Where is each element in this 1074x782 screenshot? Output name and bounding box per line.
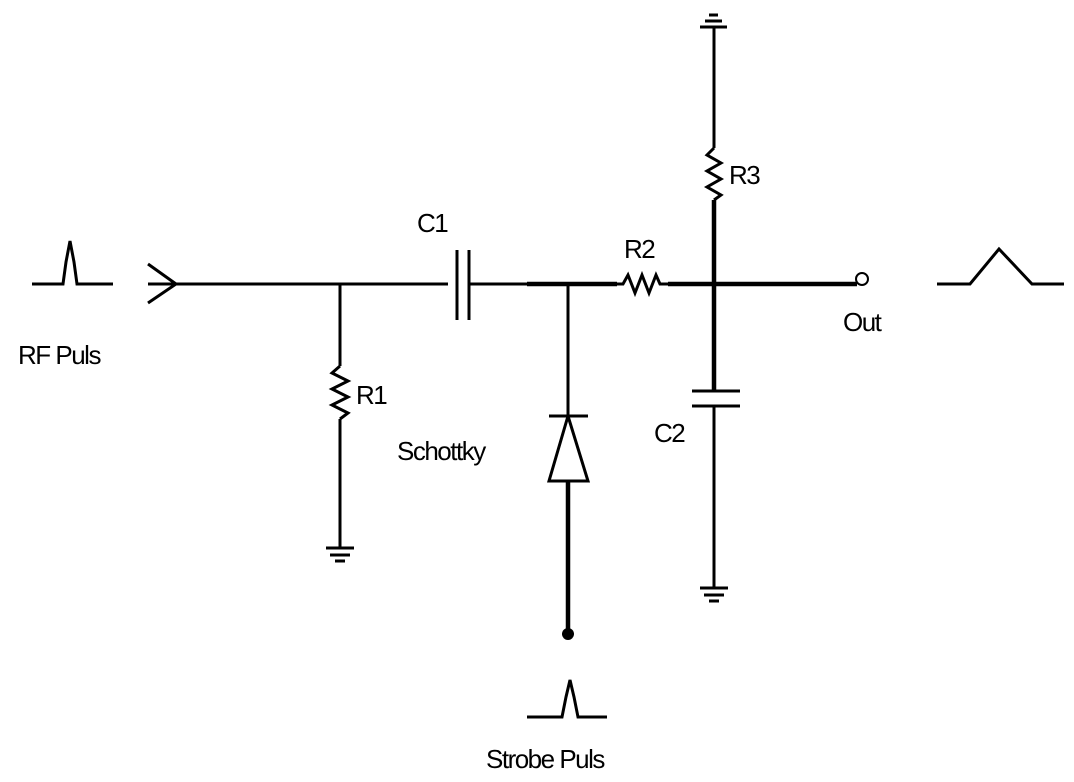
label-strobe-puls: Strobe Puls — [486, 744, 605, 774]
label-r2: R2 — [624, 234, 655, 264]
rf-pulse-waveform — [32, 240, 113, 286]
resistor-r2 — [617, 270, 668, 298]
ground-r3-icon — [700, 13, 727, 29]
resistor-r3 — [703, 146, 725, 202]
strobe-pulse-waveform — [527, 679, 607, 719]
label-schottky: Schottky — [397, 436, 486, 466]
label-r3: R3 — [729, 160, 760, 190]
label-c2: C2 — [654, 418, 685, 448]
resistor-r1 — [328, 364, 352, 421]
schottky-diode-icon — [546, 410, 591, 483]
output-terminal-icon — [855, 272, 869, 286]
label-rf-puls: RF Puls — [18, 340, 101, 370]
strobe-terminal-icon — [562, 628, 574, 640]
capacitor-c2 — [692, 389, 740, 408]
output-waveform — [937, 246, 1064, 286]
label-c1: C1 — [417, 208, 448, 238]
label-out: Out — [843, 307, 883, 337]
ground-r1-icon — [326, 546, 354, 563]
label-r1: R1 — [356, 380, 387, 410]
capacitor-c1 — [455, 250, 471, 320]
ground-c2-icon — [700, 586, 728, 603]
